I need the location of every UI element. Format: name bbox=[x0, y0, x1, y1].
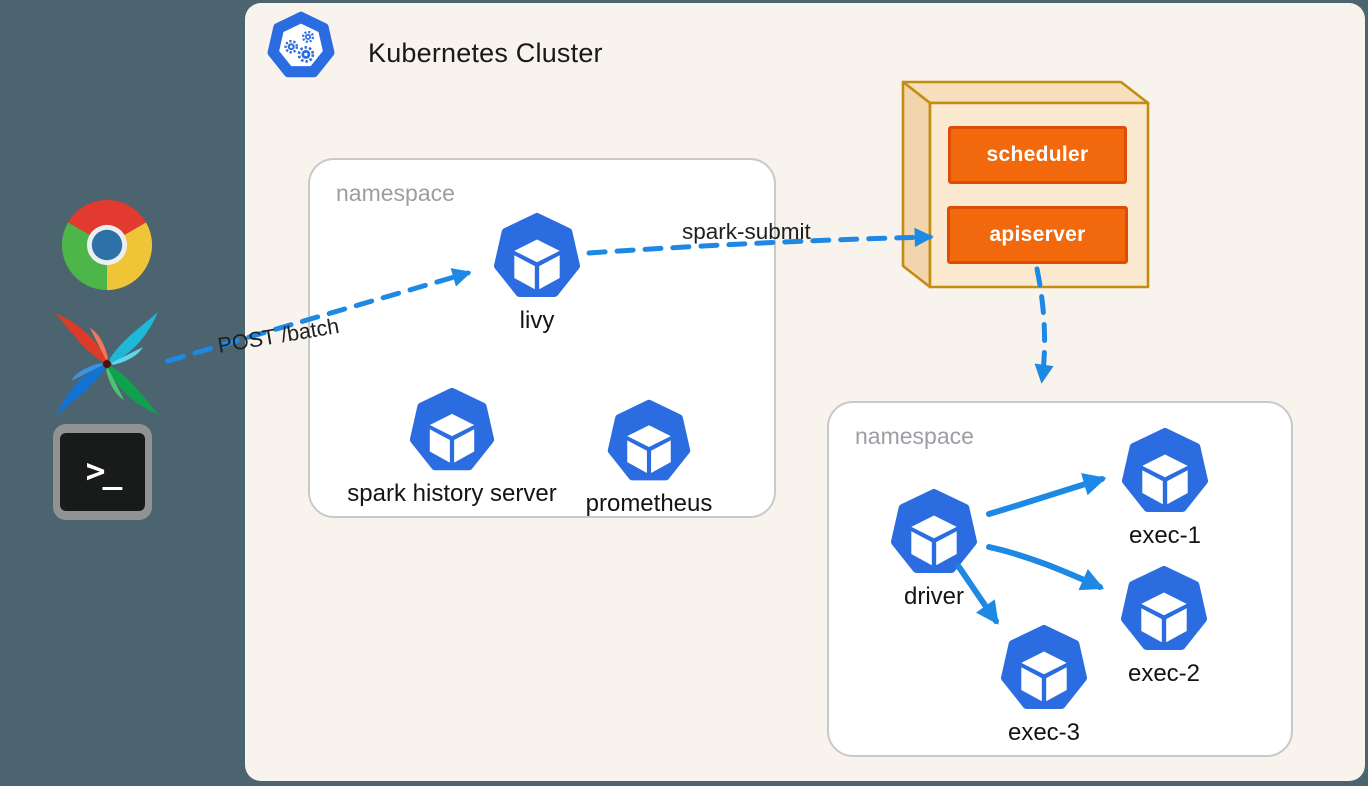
pod-icon bbox=[886, 485, 982, 581]
scheduler-box: scheduler bbox=[948, 126, 1127, 184]
pod-icon bbox=[405, 384, 499, 478]
pod-icon bbox=[1117, 424, 1213, 520]
cluster-header: Kubernetes Cluster bbox=[266, 10, 603, 82]
pod-label: driver bbox=[903, 583, 964, 610]
pod-label: livy bbox=[519, 307, 555, 334]
cluster-title: Kubernetes Cluster bbox=[368, 37, 603, 68]
pod-icon bbox=[603, 396, 695, 488]
pod-label: exec-3 bbox=[1007, 719, 1081, 746]
chrome-browser-icon bbox=[61, 199, 153, 291]
pod-label: prometheus bbox=[585, 490, 713, 517]
namespace-label: namespace bbox=[336, 180, 455, 206]
pod-label: exec-2 bbox=[1127, 660, 1201, 687]
pod-driver: driver bbox=[824, 485, 1044, 611]
pod-exec-2: exec-2 bbox=[1054, 562, 1274, 688]
pod-icon bbox=[489, 209, 585, 305]
airflow-icon bbox=[55, 312, 159, 416]
terminal-icon: >_ bbox=[53, 424, 152, 520]
pod-label: exec-1 bbox=[1128, 522, 1202, 549]
pod-icon bbox=[996, 621, 1092, 717]
terminal-prompt: >_ bbox=[60, 433, 145, 511]
kubernetes-logo-icon bbox=[267, 11, 335, 78]
pod-exec-1: exec-1 bbox=[1055, 424, 1275, 550]
pod-label: spark history server bbox=[347, 480, 557, 507]
pod-spark-history-server: spark history server bbox=[342, 384, 562, 508]
pod-exec-3: exec-3 bbox=[934, 621, 1154, 747]
spark-submit-label: spark-submit bbox=[682, 219, 811, 244]
namespace-label: namespace bbox=[855, 423, 974, 449]
apiserver-box: apiserver bbox=[947, 206, 1128, 264]
pod-prometheus: prometheus bbox=[539, 396, 759, 518]
pod-livy: livy bbox=[427, 209, 647, 335]
